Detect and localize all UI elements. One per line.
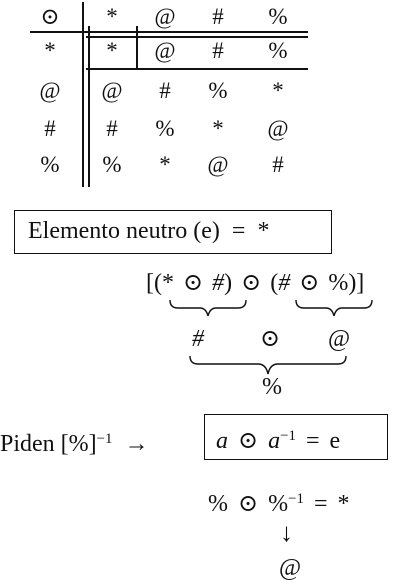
table-vertical-line-2 xyxy=(88,26,90,187)
table-cell: % xyxy=(208,78,228,103)
inverse-suffix: ] xyxy=(88,431,97,458)
neutral-element-box xyxy=(14,210,332,254)
expr-close-outer: )] xyxy=(348,270,365,296)
expr-close-inner: ) xyxy=(224,270,233,296)
expr-a2: # xyxy=(212,270,225,296)
table-cell: % xyxy=(268,38,288,63)
table-header-line-3 xyxy=(86,68,308,70)
table-cell: # xyxy=(212,38,224,63)
table-cell: # xyxy=(272,152,284,177)
expr-op-3: ⊙ xyxy=(299,270,320,296)
expr-open-outer: [( xyxy=(146,270,162,296)
formula-op: ⊙ xyxy=(238,428,259,455)
table-header-cell: ⊙ xyxy=(40,4,60,29)
solution-down-arrow: ↓ xyxy=(280,518,293,547)
inverse-formula: a ⊙ a−1 = e xyxy=(216,421,340,456)
inverse-request: Piden [%]−1 → xyxy=(0,424,149,459)
expr-op-1: ⊙ xyxy=(182,270,204,296)
formula-exponent: −1 xyxy=(280,428,296,444)
solution-lhs: % xyxy=(208,491,228,518)
step1-right: @ xyxy=(328,326,351,352)
step1-left: # xyxy=(192,326,204,352)
expr-a1: * xyxy=(161,270,174,296)
table-header-line-2 xyxy=(86,36,308,38)
expr-op-2: ⊙ xyxy=(241,270,262,296)
table-cell: * xyxy=(212,116,224,141)
expr-b2: % xyxy=(328,270,349,296)
expr-open-second: ( xyxy=(270,270,279,296)
expression: [(* ⊙ #) ⊙ (# ⊙ %)] xyxy=(146,268,364,298)
solution-rhs: * xyxy=(337,491,350,518)
formula-e: e xyxy=(329,428,341,455)
step1-op: ⊙ xyxy=(260,326,281,352)
table-row-head-cell: % xyxy=(40,152,60,177)
table-cell: * xyxy=(272,78,284,103)
table-cell: * xyxy=(159,152,171,177)
solution-op: ⊙ xyxy=(238,491,259,518)
inverse-prefix: Piden [ xyxy=(0,431,69,458)
table-header-line-1 xyxy=(30,31,308,33)
formula-a-inv: a xyxy=(268,428,281,455)
neutral-equals: = xyxy=(231,218,246,244)
expression-result: % xyxy=(262,374,282,400)
underbrace-right xyxy=(295,299,373,317)
table-cell: % xyxy=(155,116,175,141)
table-cell: % xyxy=(102,152,122,177)
inverse-formula-box xyxy=(204,414,388,460)
table-cell: * xyxy=(106,38,118,63)
solution-answer: @ xyxy=(279,555,302,581)
inverse-exponent: −1 xyxy=(96,431,113,447)
inverse-value: % xyxy=(68,431,89,458)
table-cell: @ xyxy=(207,152,229,177)
neutral-label: Elemento neutro (e) xyxy=(28,218,220,244)
table-cell: # xyxy=(159,78,171,103)
table-vertical-line-1 xyxy=(82,2,84,187)
underbrace-left xyxy=(169,299,247,317)
table-header-cell: % xyxy=(268,4,288,29)
table-cell: @ xyxy=(267,116,289,141)
table-cell: @ xyxy=(154,38,176,63)
inverse-arrow: → xyxy=(124,431,149,458)
solution-inv: % xyxy=(268,491,289,518)
formula-eq: = xyxy=(305,428,320,455)
table-row-head-cell: # xyxy=(44,116,56,141)
table-vertical-line-3 xyxy=(136,26,138,70)
table-row-head-cell: @ xyxy=(39,78,61,103)
solution-exponent: −1 xyxy=(288,491,304,507)
formula-a: a xyxy=(216,428,228,455)
neutral-value: * xyxy=(257,218,270,244)
table-header-cell: @ xyxy=(154,4,176,29)
table-cell: # xyxy=(106,116,118,141)
table-header-cell: # xyxy=(212,4,224,29)
neutral-element-statement: Elemento neutro (e) = * xyxy=(28,216,269,246)
table-header-cell: * xyxy=(106,4,118,29)
solution-eq: = xyxy=(313,491,328,518)
table-row-head-cell: * xyxy=(44,38,56,63)
underbrace-bottom xyxy=(189,355,347,375)
expr-b1: # xyxy=(278,270,291,296)
table-cell: @ xyxy=(101,78,123,103)
solution-equation: % ⊙ %−1 = * xyxy=(208,484,349,519)
